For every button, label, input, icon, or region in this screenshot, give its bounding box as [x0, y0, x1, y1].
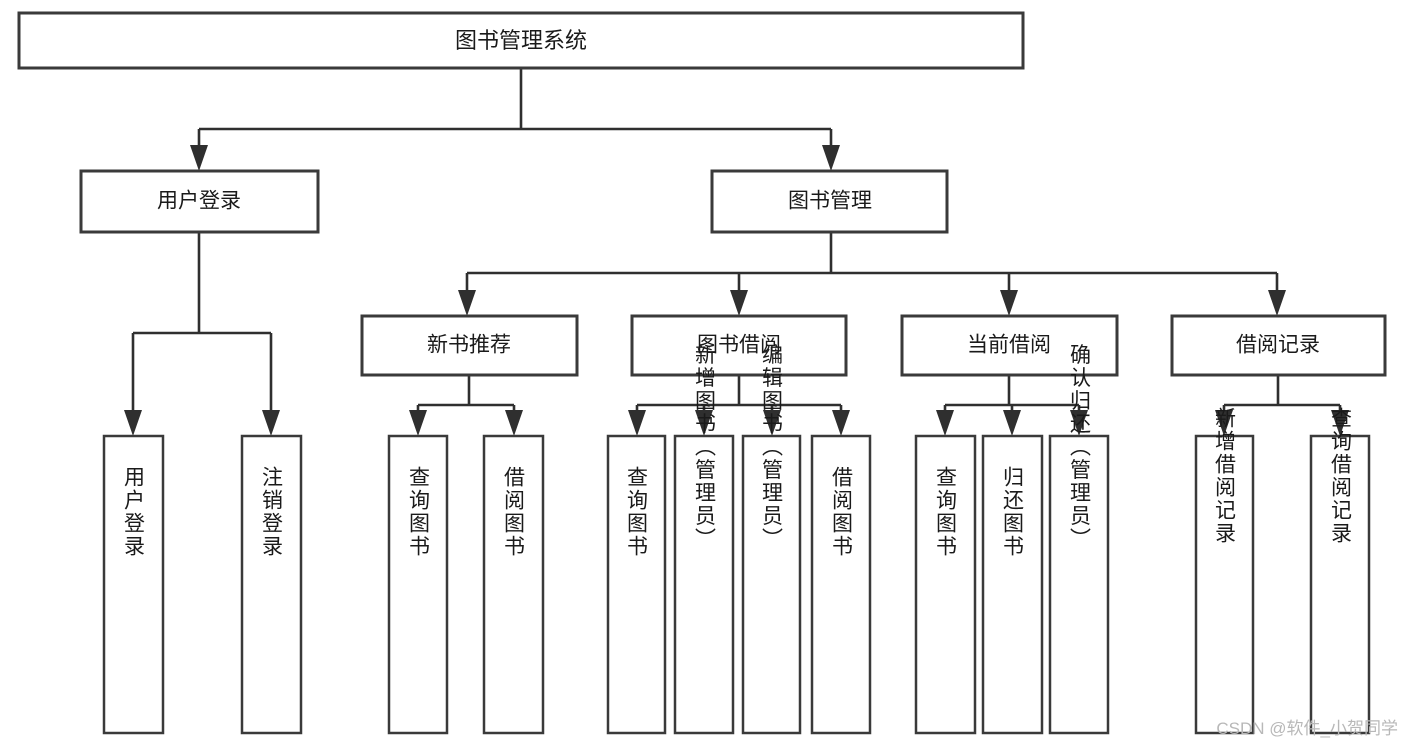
node-book-management-box[interactable] [710, 169, 949, 234]
node-borrow-record-label: 借阅记录 [1236, 334, 1320, 357]
node-leaf-return-book-box[interactable] [981, 434, 1044, 735]
node-leaf-query-book-1-box[interactable] [387, 434, 449, 735]
arrowhead-leaf-borrow-book-1 [505, 410, 523, 436]
node-leaf-add-record-box[interactable] [1194, 434, 1255, 735]
node-current-borrow-box[interactable] [900, 314, 1119, 377]
node-leaf-user-logout[interactable]: 注销登录 [240, 434, 303, 735]
node-user-login-box[interactable] [79, 169, 320, 234]
arrowhead-leaf-query-book-1 [409, 410, 427, 436]
node-leaf-confirm-return-label: 确认归还（管理员） [1068, 344, 1092, 551]
node-leaf-add-record-label: 新增借阅记录 [1213, 407, 1237, 545]
node-leaf-borrow-book-2-box[interactable] [810, 434, 872, 735]
node-leaf-user-logout-label: 注销登录 [260, 466, 284, 558]
node-leaf-borrow-book-2[interactable]: 借阅图书 [810, 434, 872, 735]
node-new-book-recommend[interactable]: 新书推荐 [360, 314, 579, 377]
node-book-borrow-label: 图书借阅 [697, 334, 781, 357]
node-leaf-add-book-box[interactable] [673, 434, 735, 735]
node-leaf-user-login-box[interactable] [102, 434, 165, 735]
node-leaf-confirm-return-box[interactable] [1048, 434, 1110, 735]
node-leaf-edit-book-label: 编辑图书（管理员） [760, 344, 784, 551]
node-leaf-borrow-book-2-label: 借阅图书 [830, 466, 854, 558]
node-leaf-query-book-1[interactable]: 查询图书 [387, 434, 449, 735]
node-book-borrow[interactable]: 图书借阅 [630, 314, 848, 377]
node-leaf-add-book[interactable]: 新增图书（管理员） [673, 344, 735, 735]
node-current-borrow[interactable]: 当前借阅 [900, 314, 1119, 377]
node-leaf-query-book-1-label: 查询图书 [407, 466, 431, 558]
node-leaf-edit-book[interactable]: 编辑图书（管理员） [741, 344, 802, 735]
node-leaf-user-login-label: 用户登录 [122, 466, 146, 558]
arrowhead-leaf-user-logout [262, 410, 280, 436]
arrowhead-leaf-user-login [124, 410, 142, 436]
node-new-book-recommend-box[interactable] [360, 314, 579, 377]
node-leaf-add-record[interactable]: 新增借阅记录 [1194, 407, 1255, 735]
node-current-borrow-label: 当前借阅 [967, 334, 1051, 357]
node-leaf-edit-book-box[interactable] [741, 434, 802, 735]
node-root[interactable]: 图书管理系统 [17, 11, 1025, 70]
node-leaf-user-login[interactable]: 用户登录 [102, 434, 165, 735]
node-leaf-query-book-3[interactable]: 查询图书 [914, 434, 977, 735]
node-leaf-query-record[interactable]: 查询借阅记录 [1309, 407, 1371, 735]
arrowhead-current-borrow [1000, 290, 1018, 316]
node-book-borrow-box[interactable] [630, 314, 848, 377]
node-leaf-query-record-box[interactable] [1309, 434, 1371, 735]
node-leaf-query-book-2-label: 查询图书 [625, 466, 649, 558]
node-leaf-query-book-3-label: 查询图书 [934, 466, 958, 558]
arrowhead-leaf-borrow-book-2 [832, 410, 850, 436]
node-leaf-borrow-book-1-box[interactable] [482, 434, 545, 735]
node-leaf-query-book-3-box[interactable] [914, 434, 977, 735]
node-leaf-return-book[interactable]: 归还图书 [981, 434, 1044, 735]
node-book-management[interactable]: 图书管理 [710, 169, 949, 234]
arrowhead-book-borrow [730, 290, 748, 316]
arrowhead-new-book-recommend [458, 290, 476, 316]
node-user-login[interactable]: 用户登录 [79, 169, 320, 234]
node-root-box[interactable] [17, 11, 1025, 70]
node-user-login-label: 用户登录 [157, 190, 241, 213]
node-leaf-query-record-label: 查询借阅记录 [1329, 407, 1353, 545]
arrowhead-leaf-return-book [1003, 410, 1021, 436]
arrowhead-user-login [190, 145, 208, 171]
node-book-management-label: 图书管理 [788, 190, 872, 213]
node-leaf-return-book-label: 归还图书 [1001, 466, 1025, 558]
node-leaf-borrow-book-1-label: 借阅图书 [502, 466, 526, 558]
arrowhead-book-management [822, 145, 840, 171]
csdn-watermark: CSDN @软件_小贺同学 [1216, 719, 1398, 738]
node-leaf-query-book-2[interactable]: 查询图书 [606, 434, 667, 735]
node-new-book-recommend-label: 新书推荐 [427, 334, 511, 357]
node-borrow-record-box[interactable] [1170, 314, 1387, 377]
connector-layer [124, 68, 1349, 436]
arrowhead-borrow-record [1268, 290, 1286, 316]
node-root-label: 图书管理系统 [455, 28, 587, 53]
node-leaf-query-book-2-box[interactable] [606, 434, 667, 735]
node-leaf-confirm-return[interactable]: 确认归还（管理员） [1048, 344, 1110, 735]
node-leaf-user-logout-box[interactable] [240, 434, 303, 735]
node-leaf-add-book-label: 新增图书（管理员） [693, 344, 717, 551]
arrowhead-leaf-query-book-3 [936, 410, 954, 436]
node-borrow-record[interactable]: 借阅记录 [1170, 314, 1387, 377]
node-leaf-borrow-book-1[interactable]: 借阅图书 [482, 434, 545, 735]
arrowhead-leaf-query-book-2 [628, 410, 646, 436]
